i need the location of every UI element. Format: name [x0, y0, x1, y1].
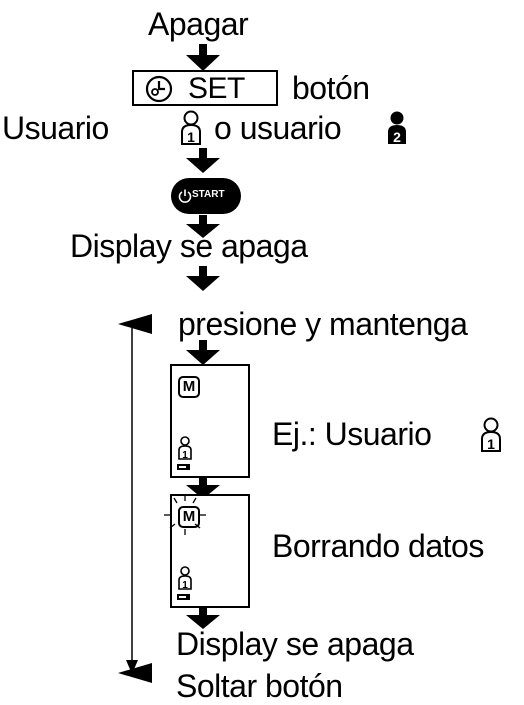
user-choice-or: o usuario: [214, 110, 342, 146]
step-power-off-text: Apagar: [148, 6, 249, 42]
user-choice-prefix: Usuario: [2, 110, 109, 146]
lcd-display-1: M 1: [170, 364, 250, 478]
user-1-outline-icon: 1: [481, 417, 501, 452]
svg-text:1: 1: [182, 450, 188, 460]
power-icon: [178, 189, 192, 203]
user-1-outline-icon: 1: [178, 436, 192, 460]
down-arrow-icon: [186, 266, 220, 291]
clock-person-icon: [145, 75, 173, 103]
display-off-text-2: Display se apaga: [176, 626, 414, 662]
svg-text:2: 2: [393, 129, 401, 145]
user-1-outline-icon: 1: [178, 566, 192, 590]
lcd-display-2: M 1: [164, 494, 250, 608]
press-hold-text: presione y mantenga: [178, 306, 468, 342]
down-arrow-icon: [186, 476, 220, 499]
user-1-number: 1: [187, 129, 195, 145]
start-button[interactable]: START: [171, 178, 241, 214]
battery-icon: [177, 594, 190, 600]
display-off-text-1: Display se apaga: [70, 228, 308, 264]
memory-icon: M: [178, 376, 200, 398]
user-2-filled-icon: 2: [388, 111, 406, 145]
down-arrow-icon: [186, 606, 220, 629]
down-arrow-icon: [186, 215, 220, 238]
svg-text:1: 1: [182, 580, 188, 590]
erasing-text: Borrando datos: [272, 528, 484, 564]
battery-icon: [177, 464, 190, 470]
example-user-text: Ej.: Usuario: [272, 416, 432, 452]
hold-duration-bracket: [118, 314, 152, 683]
down-arrow-icon: [186, 340, 220, 365]
set-label: SET: [188, 72, 245, 105]
user-1-outline-icon: 1: [181, 110, 201, 145]
button-word: botón: [292, 70, 370, 106]
svg-text:1: 1: [487, 436, 495, 452]
down-arrow-icon: [186, 44, 220, 71]
start-label: START: [192, 189, 225, 200]
memory-icon-blinking: M: [178, 506, 200, 528]
down-arrow-icon: [186, 148, 220, 173]
release-button-text: Soltar botón: [176, 668, 343, 704]
blink-rays-icon: [164, 495, 206, 535]
set-button[interactable]: SET: [132, 70, 278, 106]
